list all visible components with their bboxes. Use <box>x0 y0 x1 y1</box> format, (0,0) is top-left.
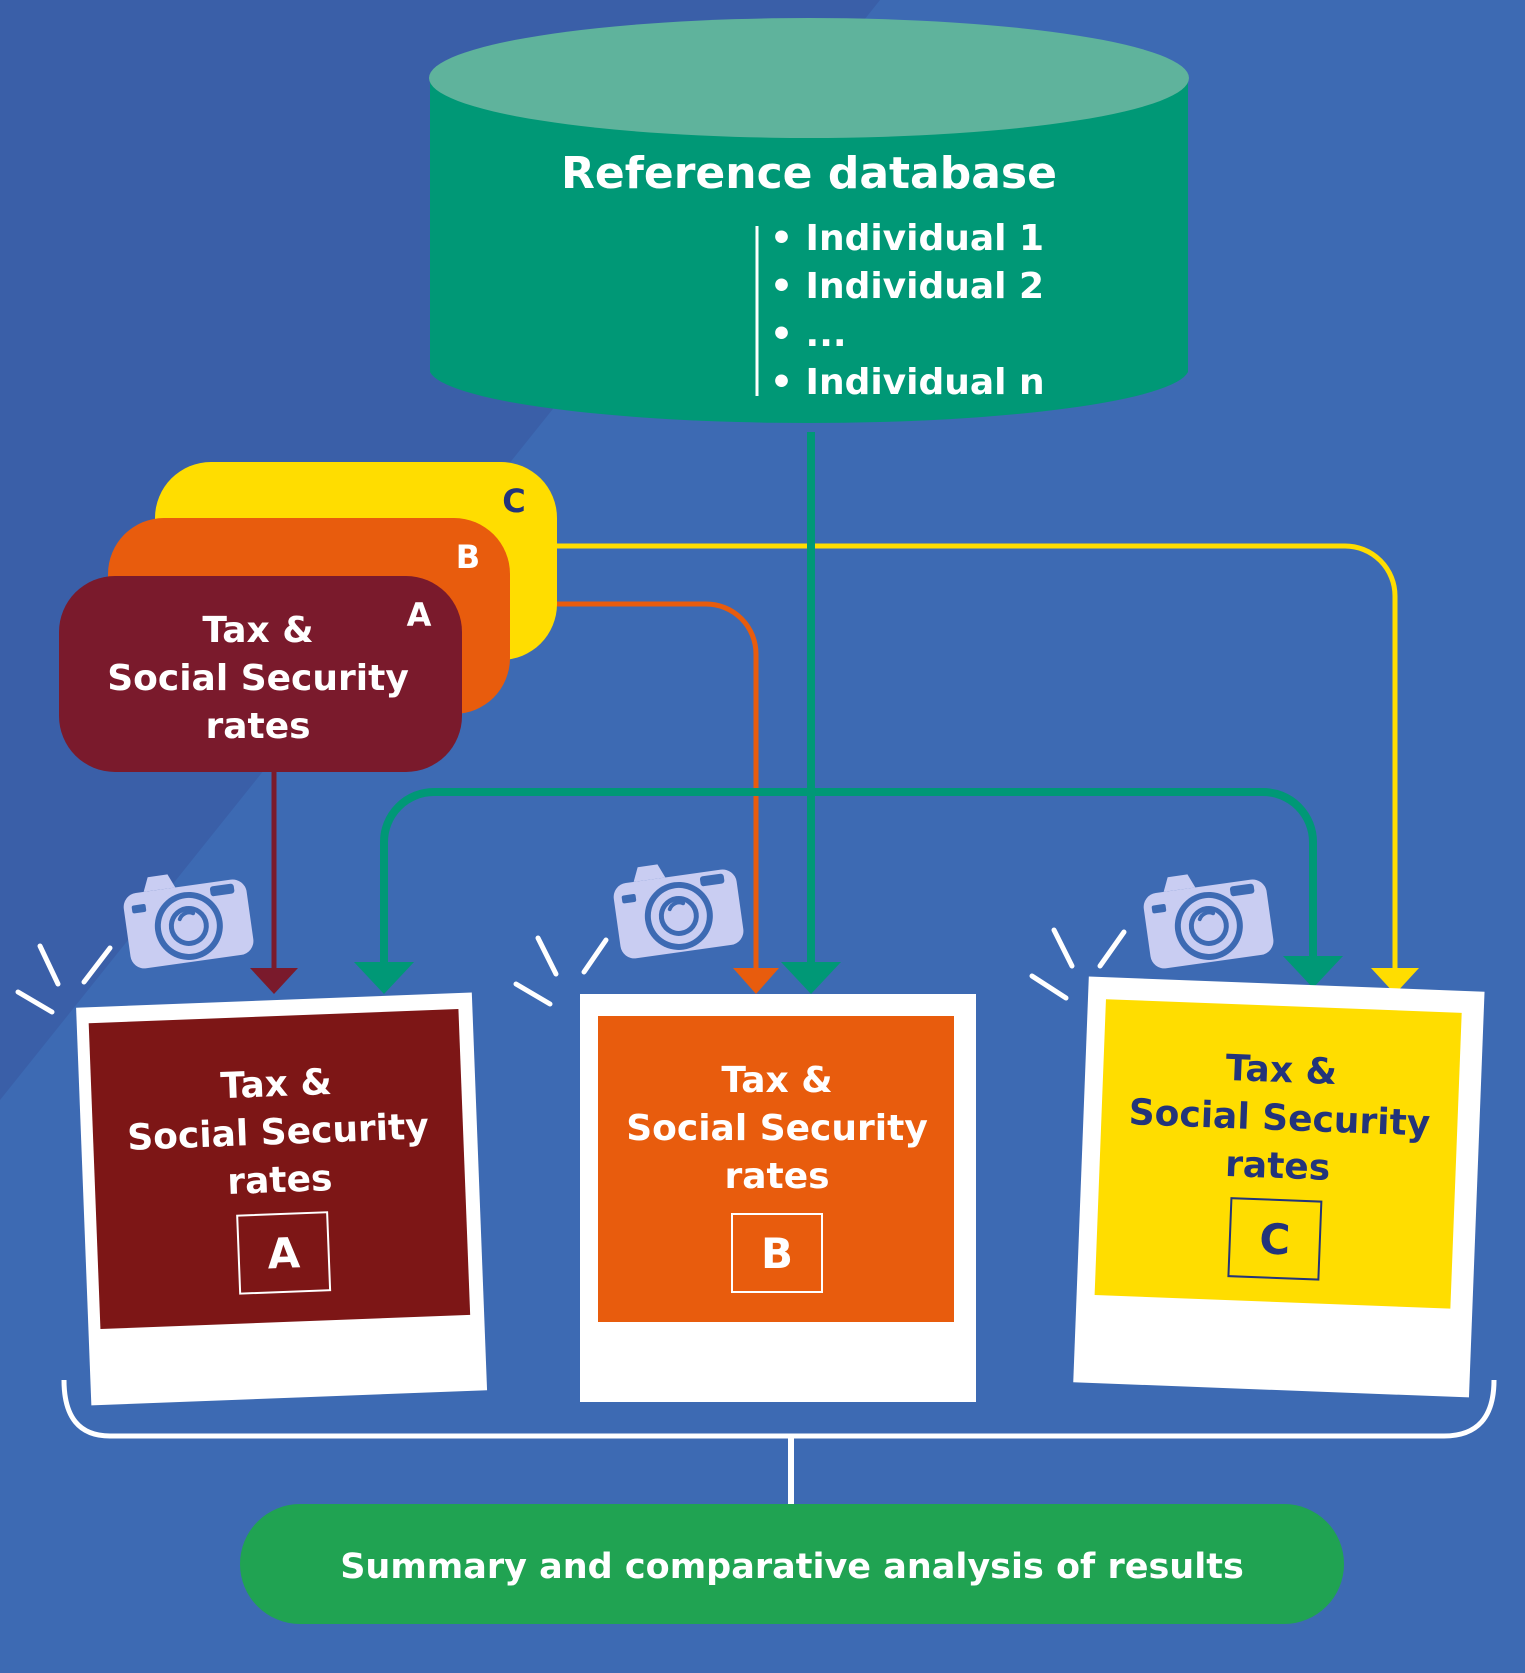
rate-card-a-line1: Tax & <box>202 610 313 651</box>
sparkle-lines-icon <box>513 935 609 1007</box>
connector-c <box>556 543 1398 968</box>
photo-c-image <box>1094 999 1462 1309</box>
rate-card-stack: C B A Tax & Social Security rates <box>59 462 557 772</box>
photo-a-image <box>88 1009 471 1330</box>
arrowheads <box>250 956 1419 994</box>
rate-card-a-line2: Social Security <box>107 658 409 699</box>
camera-icon <box>607 851 748 963</box>
photo-b: Tax & Social Security rates B <box>580 994 976 1402</box>
rate-card-b-label: B <box>456 538 480 576</box>
arrow-down-icon <box>250 968 298 994</box>
photo-a: Tax & Social Security rates A <box>76 992 488 1406</box>
photo-b-label: B <box>761 1229 793 1278</box>
reference-database: Reference database • Individual 1 • Indi… <box>429 18 1189 424</box>
arrow-down-icon <box>1371 968 1419 994</box>
photo-a-label: A <box>266 1228 301 1278</box>
connector-b <box>510 601 759 968</box>
photo-b-line2: Social Security <box>626 1108 928 1149</box>
arrow-down-icon <box>1283 956 1343 988</box>
photo-c-label-box <box>1227 1197 1323 1281</box>
database-title: Reference database <box>561 148 1057 199</box>
database-item-4: • Individual n <box>770 362 1045 403</box>
photo-a-label-box <box>236 1211 332 1295</box>
rate-card-a <box>59 576 462 772</box>
camera-group-b <box>513 851 748 1007</box>
sparkle-lines-icon <box>1029 927 1127 1001</box>
database-item-3: • ... <box>770 314 847 355</box>
rate-card-a-label: A <box>407 596 432 634</box>
rate-card-c-label: C <box>502 482 525 520</box>
database-body <box>430 78 1188 424</box>
photo-b-line1: Tax & <box>721 1060 832 1101</box>
photo-c-label: C <box>1259 1214 1292 1264</box>
summary-label: Summary and comparative analysis of resu… <box>340 1547 1244 1587</box>
photo-c: Tax & Social Security rates C <box>1073 976 1485 1398</box>
database-top <box>429 18 1189 138</box>
photo-a-line1: Tax & <box>220 1062 333 1107</box>
sparkle-lines-icon <box>15 943 113 1015</box>
results-bracket <box>61 1379 1497 1439</box>
photo-c-line3: rates <box>1224 1144 1331 1189</box>
camera-group-a <box>15 861 258 1015</box>
camera-group-c <box>1029 861 1278 1001</box>
camera-icon <box>1137 861 1278 973</box>
rate-card-a-line3: rates <box>205 706 310 747</box>
photo-b-image <box>598 1016 954 1322</box>
photo-a-line3: rates <box>227 1158 334 1203</box>
arrow-down-icon <box>733 968 779 994</box>
database-item-1: • Individual 1 <box>770 218 1044 259</box>
arrow-down-icon <box>781 962 841 994</box>
photo-b-line3: rates <box>724 1156 829 1197</box>
database-item-2: • Individual 2 <box>770 266 1044 307</box>
connector-database-branch <box>380 788 1317 968</box>
photo-c-line1: Tax & <box>1225 1048 1338 1093</box>
photo-b-label-box <box>731 1213 823 1293</box>
connectors <box>271 432 1398 970</box>
arrow-down-icon <box>354 962 414 994</box>
summary-box <box>240 1504 1344 1624</box>
